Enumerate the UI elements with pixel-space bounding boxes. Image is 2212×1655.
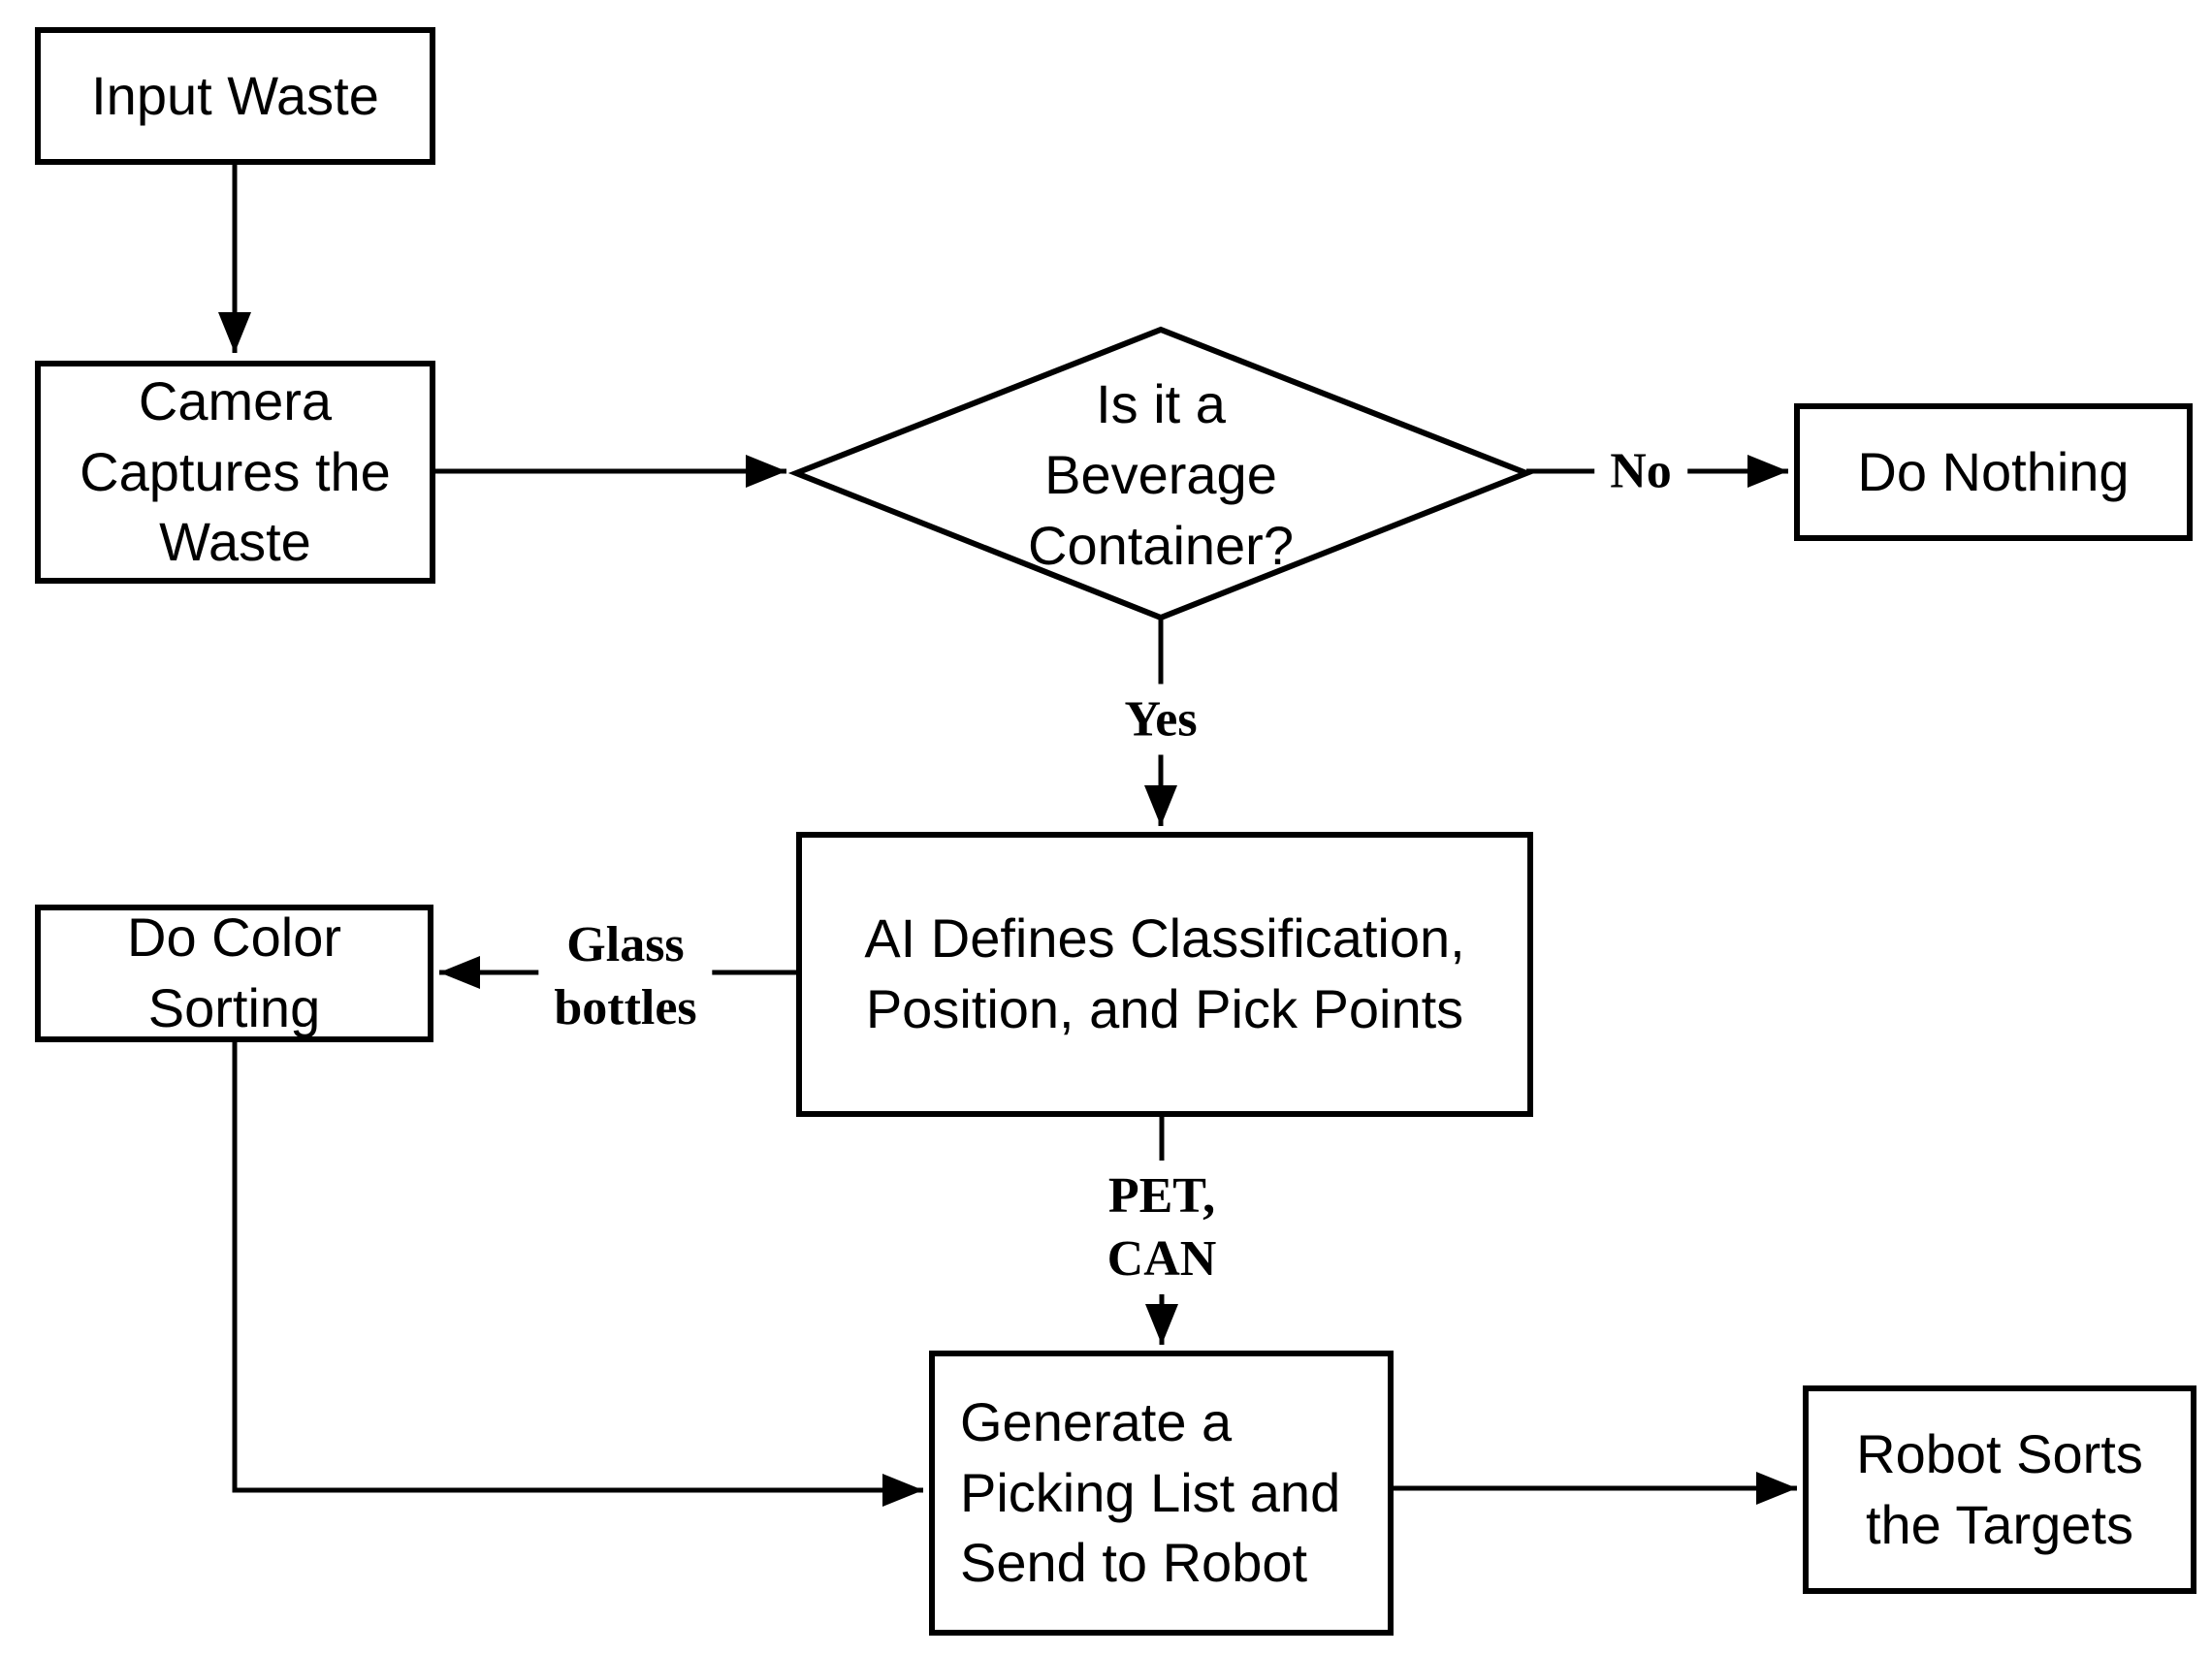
node-camera-captures: Camera Captures the Waste [35,361,435,584]
edge-label-pet-can: PET, CAN [1091,1161,1233,1294]
node-ai-defines: AI Defines Classification, Position, and… [796,832,1533,1117]
node-input-waste: Input Waste [35,27,435,165]
node-do-color-sorting: Do Color Sorting [35,905,433,1042]
node-do-color-sorting-label: Do Color Sorting [127,907,341,1038]
node-beverage-decision-label: Is it a Beverage Container? [1028,372,1294,576]
node-camera-captures-label: Camera Captures the Waste [80,369,391,573]
edge-label-yes: Yes [1108,684,1213,755]
node-generate-picking-list: Generate a Picking List and Send to Robo… [929,1351,1394,1636]
node-input-waste-label: Input Waste [91,64,379,126]
edge-label-glass-bottles: Glass bottles [538,909,713,1043]
node-do-nothing-label: Do Nothing [1857,440,2130,502]
edge-label-no: No [1594,435,1687,507]
node-do-nothing: Do Nothing [1794,403,2193,541]
node-generate-picking-list-label: Generate a Picking List and Send to Robo… [960,1390,1341,1594]
node-ai-defines-label: AI Defines Classification, Position, and… [864,907,1465,1039]
edge-colorsorting-to-generate [232,1042,923,1507]
node-robot-sorts: Robot Sorts the Targets [1803,1385,2196,1594]
node-robot-sorts-label: Robot Sorts the Targets [1856,1422,2143,1555]
